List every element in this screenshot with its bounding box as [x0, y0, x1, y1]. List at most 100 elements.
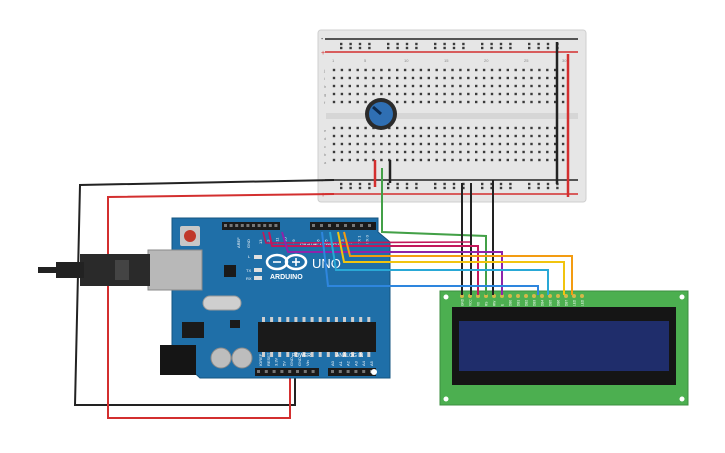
- lcd-pin[interactable]: [508, 294, 512, 298]
- breadboard-hole: [530, 92, 533, 96]
- header-pin[interactable]: [224, 224, 227, 227]
- rail-hole: [490, 182, 493, 186]
- breadboard-hole: [482, 142, 486, 146]
- breadboard-hole: [364, 150, 367, 154]
- breadboard-hole: [380, 150, 383, 154]
- header-pin[interactable]: [252, 224, 255, 227]
- breadboard-hole: [561, 92, 565, 96]
- breadboard-hole: [514, 100, 517, 104]
- wire-magenta-2[interactable]: [262, 231, 471, 244]
- col-number-25: 25: [524, 58, 529, 63]
- rail-hole: [387, 46, 390, 50]
- rail-hole: [340, 186, 343, 190]
- breadboard-hole: [419, 126, 423, 130]
- lcd-pin[interactable]: [580, 294, 584, 298]
- lcd-pin[interactable]: [532, 294, 536, 298]
- header-pin[interactable]: [328, 224, 331, 227]
- header-pin[interactable]: [368, 224, 371, 227]
- rail-hole: [405, 42, 409, 46]
- header-pin[interactable]: [360, 224, 363, 227]
- breadboard-hole: [475, 68, 478, 72]
- l-label: L: [248, 254, 251, 259]
- wire-d11-e[interactable]: [281, 231, 503, 295]
- header-pin[interactable]: [280, 370, 284, 373]
- breadboard-hole: [364, 134, 367, 138]
- breadboard-hole: [522, 134, 525, 138]
- breadboard-hole: [490, 142, 494, 146]
- header-pin[interactable]: [346, 370, 350, 373]
- header-pin[interactable]: [338, 370, 342, 373]
- header-pin[interactable]: [235, 224, 239, 227]
- breadboard-hole: [403, 126, 407, 130]
- wire-gnd-loop[interactable]: [73, 179, 335, 406]
- breadboard-hole: [482, 92, 486, 96]
- breadboard-hole: [388, 76, 391, 80]
- header-pin[interactable]: [257, 370, 260, 373]
- header-pin[interactable]: [272, 370, 276, 373]
- wire-d3-db6[interactable]: [329, 231, 549, 295]
- header-pin[interactable]: [257, 224, 261, 227]
- row-letter-h: h: [324, 84, 326, 89]
- header-pin[interactable]: [246, 224, 250, 227]
- potentiometer[interactable]: [365, 98, 397, 130]
- rail-hole: [387, 186, 390, 190]
- lcd-pin[interactable]: [556, 294, 560, 298]
- header-pin[interactable]: [296, 370, 299, 373]
- header-pin[interactable]: [303, 370, 307, 373]
- lcd-pin[interactable]: [540, 294, 544, 298]
- header-pin[interactable]: [288, 370, 292, 373]
- breadboard-hole: [546, 92, 549, 96]
- breadboard-hole: [506, 84, 509, 88]
- wire-pot-wiper[interactable]: [381, 168, 487, 295]
- lcd-pin-label: RW: [493, 301, 497, 306]
- breadboard-hole: [451, 76, 454, 80]
- rail-hole: [537, 182, 540, 186]
- header-pin[interactable]: [263, 224, 267, 227]
- header-pin[interactable]: [336, 224, 339, 227]
- lcd-pin-label: DB0: [509, 300, 513, 306]
- header-pin[interactable]: [352, 224, 355, 227]
- header-pin[interactable]: [229, 224, 233, 227]
- breadboard-hole: [475, 150, 478, 154]
- breadboard-hole: [538, 158, 541, 162]
- wire-d5-db4[interactable]: [343, 231, 573, 295]
- lcd-pin[interactable]: [524, 294, 528, 298]
- header-pin[interactable]: [354, 370, 358, 373]
- breadboard-hole: [522, 92, 525, 96]
- breadboard-hole: [427, 68, 430, 72]
- header-pin[interactable]: [268, 224, 272, 227]
- wire-d2-db7[interactable]: [321, 231, 539, 295]
- breadboard-hole: [348, 142, 351, 146]
- reset-button[interactable]: [184, 230, 196, 242]
- breadboard-hole: [443, 68, 446, 72]
- header-pin[interactable]: [311, 370, 315, 373]
- header-pin[interactable]: [331, 370, 334, 373]
- arduino-brand: ARDUINO: [270, 274, 303, 281]
- wire-d4-db5[interactable]: [337, 231, 565, 295]
- rail-hole: [349, 186, 352, 190]
- breadboard-hole: [490, 84, 494, 88]
- header-pin[interactable]: [312, 224, 315, 227]
- gnd-label: GND: [246, 239, 251, 248]
- chip-pin: [270, 317, 274, 322]
- header-pin[interactable]: [264, 370, 268, 373]
- lcd-pin[interactable]: [516, 294, 520, 298]
- breadboard-hole: [459, 126, 462, 130]
- breadboard-hole: [498, 158, 502, 162]
- chip-pin: [302, 352, 306, 357]
- wire-5v-loop[interactable]: [107, 193, 335, 419]
- rail-hole: [546, 182, 550, 186]
- arduino-logo-icon: [265, 253, 308, 271]
- header-pin[interactable]: [362, 370, 366, 373]
- rail-hole: [443, 182, 446, 186]
- breadboard-hole: [427, 158, 430, 162]
- rail-hole: [443, 46, 446, 50]
- header-pin[interactable]: [240, 224, 244, 227]
- header-pin[interactable]: [344, 224, 347, 227]
- header-pin[interactable]: [320, 224, 323, 227]
- breadboard-hole: [546, 158, 549, 162]
- breadboard-hole: [332, 76, 336, 80]
- header-pin[interactable]: [274, 224, 278, 227]
- digital-pin-label: RX 0: [365, 234, 370, 244]
